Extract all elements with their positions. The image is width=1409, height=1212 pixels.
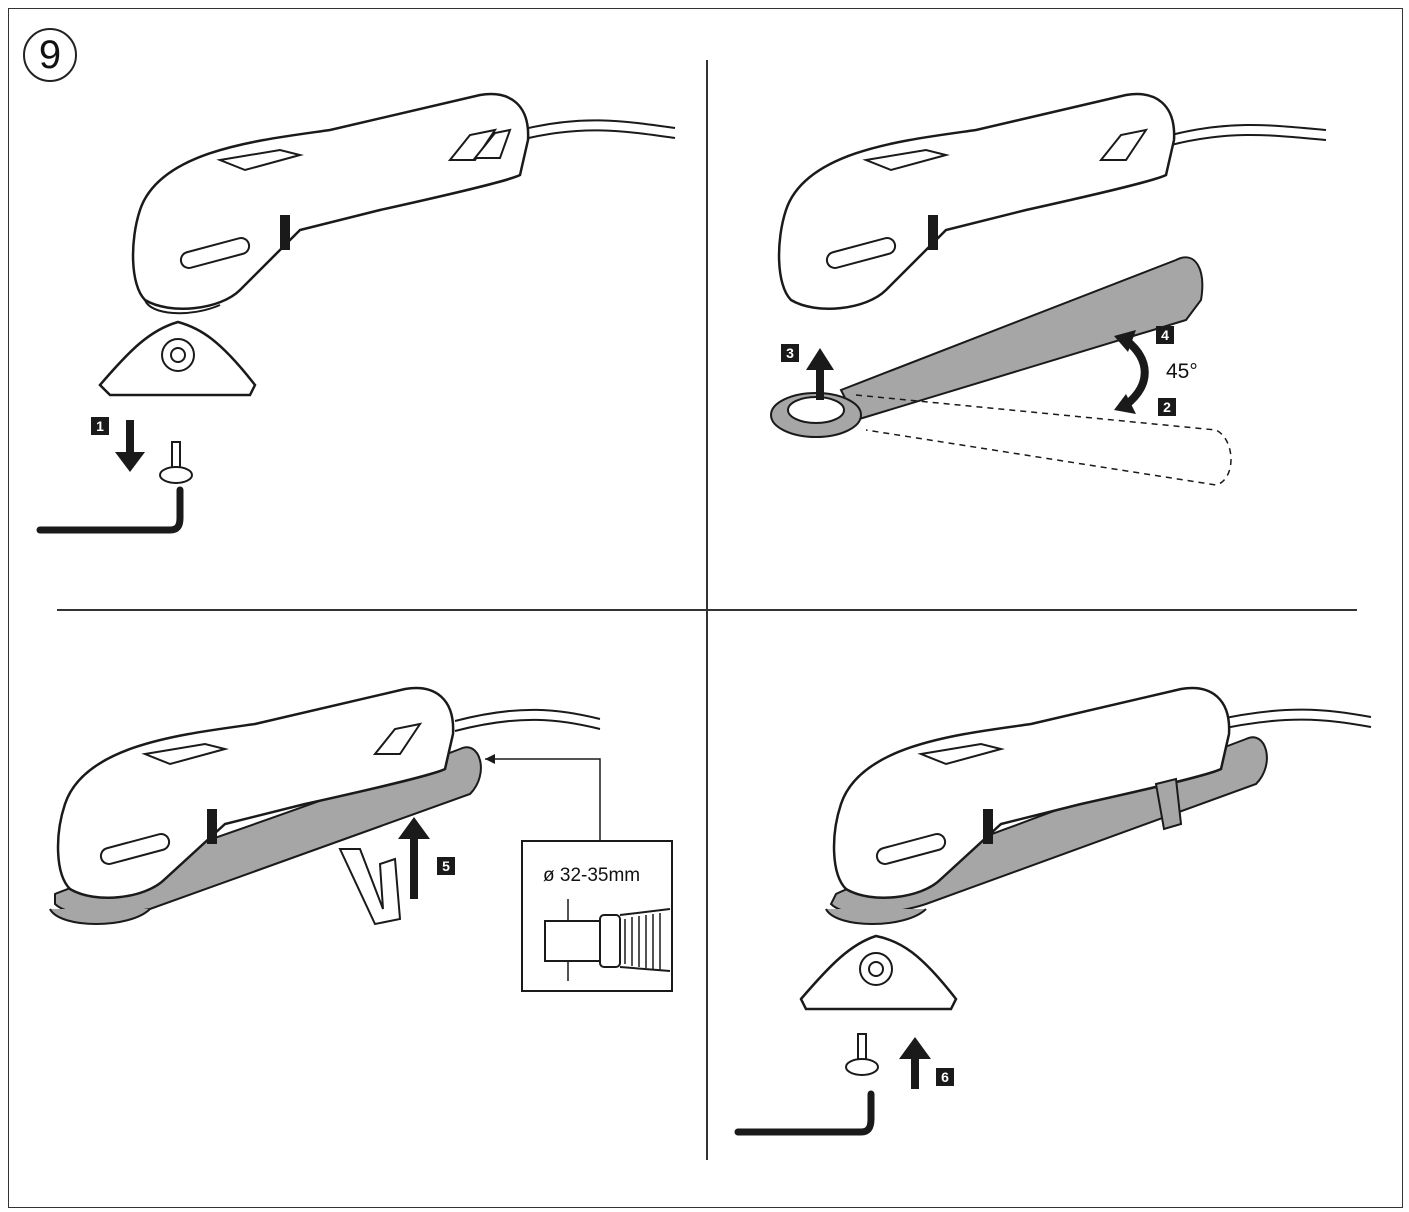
step-badge-6: 6 [936,1068,954,1086]
sander-illustration-2 [770,92,1327,486]
panel-reattach-pad: 6 [706,609,1409,1212]
angle-label: 45° [1166,360,1198,383]
figure-frame [8,8,1403,1208]
sander-illustration-1 [36,92,676,534]
step-badge-4: 4 [1156,326,1174,344]
sander-illustration-3 [49,686,673,992]
panel-release-tube: 3 4 2 45° [706,0,1409,609]
step-badge-2: 2 [1158,398,1176,416]
horizontal-divider [57,609,1357,611]
hose-diameter-label: ø 32-35mm [543,865,641,886]
figure-number: 9 [23,28,77,82]
panel-attach-clip: 5 ø 32-35mm [0,609,706,1212]
panel-remove-pad: 1 [0,0,706,609]
sander-illustration-4 [734,686,1372,1136]
step-badge-1: 1 [91,417,109,435]
step-badge-5: 5 [437,857,455,875]
step-badge-3: 3 [781,344,799,362]
